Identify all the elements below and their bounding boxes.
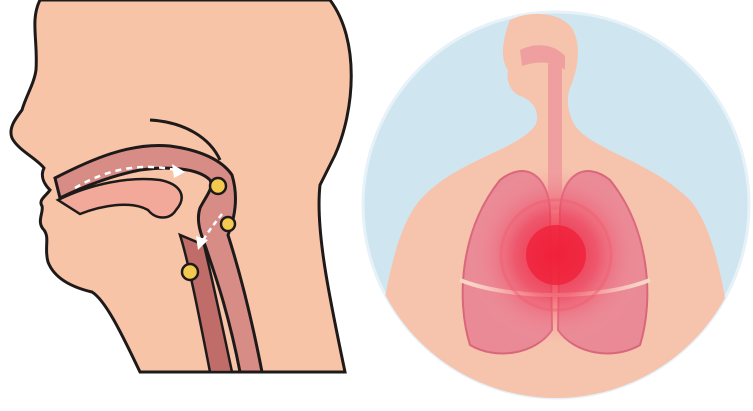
throat-cross-section-panel bbox=[0, 0, 360, 411]
lungs-illustration bbox=[360, 0, 753, 411]
marker-dot-icon bbox=[210, 178, 226, 194]
lungs-torso-panel bbox=[360, 0, 753, 411]
marker-dot-icon bbox=[182, 264, 198, 280]
marker-dot-icon bbox=[221, 217, 235, 231]
inflammation-core bbox=[526, 225, 586, 285]
head-profile-icon bbox=[0, 0, 360, 411]
